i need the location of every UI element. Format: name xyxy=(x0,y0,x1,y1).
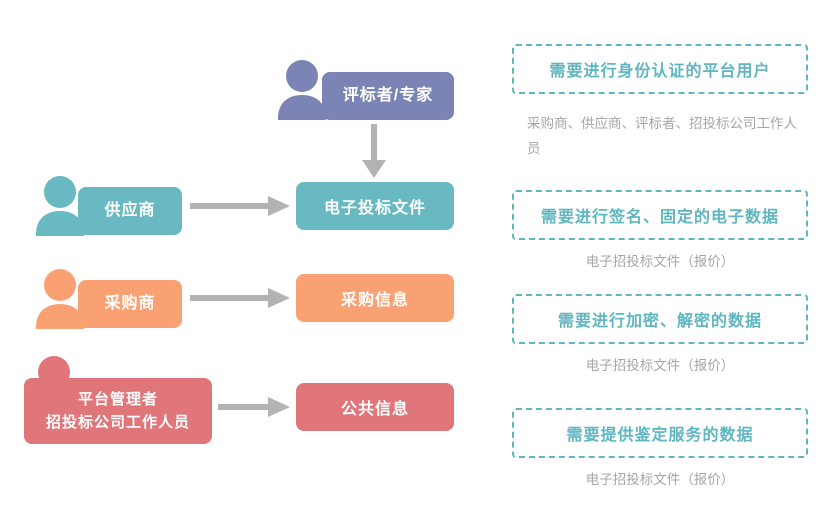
requirement-identity-authentication: 需要进行身份认证的平台用户 xyxy=(512,44,808,94)
requirement-identity-authentication-label: 需要进行身份认证的平台用户 xyxy=(549,63,771,80)
arrow-supplier-to-bid-document xyxy=(190,196,290,216)
requirement-signature-fixation: 需要进行签名、固定的电子数据 xyxy=(512,190,808,240)
requirement-encryption-decryption: 需要进行加密、解密的数据 xyxy=(512,294,808,344)
actor-platform-admin-label-1: 招投标公司工作人员 xyxy=(45,414,190,431)
actor-purchaser: 采购商 xyxy=(30,267,182,329)
actor-expert-label-0: 评标者/专家 xyxy=(342,86,434,104)
asset-procurement-information-label: 采购信息 xyxy=(340,292,409,309)
asset-procurement-information: 采购信息 xyxy=(296,274,454,322)
requirement-forensic-service-label: 需要提供鉴定服务的数据 xyxy=(566,427,754,444)
requirement-forensic-service: 需要提供鉴定服务的数据 xyxy=(512,408,808,458)
requirement-signature-fixation-note: 电子招投标文件（报价） xyxy=(585,254,735,269)
actor-platform-admin-bar: 平台管理者 招投标公司工作人员 xyxy=(24,378,212,444)
asset-public-information-label: 公共信息 xyxy=(340,401,409,418)
actor-supplier: 供应商 xyxy=(30,174,182,236)
arrow-expert-to-bid-document xyxy=(362,124,386,178)
actor-purchaser-bar: 采购商 xyxy=(78,280,182,328)
actor-expert: 评标者/专家 xyxy=(272,58,454,120)
actor-platform-admin: 平台管理者 招投标公司工作人员 xyxy=(24,354,212,444)
asset-public-information: 公共信息 xyxy=(296,383,454,431)
person-icon xyxy=(36,269,84,329)
actor-supplier-label-0: 供应商 xyxy=(104,201,156,219)
person-icon xyxy=(36,176,84,236)
arrow-purchaser-to-procurement-info xyxy=(190,288,290,308)
requirement-identity-authentication-note: 采购商、供应商、评标者、招投标公司工作人员 xyxy=(527,116,797,156)
requirement-encryption-decryption-note: 电子招投标文件（报价） xyxy=(585,358,735,373)
requirement-signature-fixation-label: 需要进行签名、固定的电子数据 xyxy=(540,209,779,226)
asset-electronic-bid-document: 电子投标文件 xyxy=(296,182,454,230)
actor-purchaser-label-0: 采购商 xyxy=(104,294,156,312)
actor-expert-bar: 评标者/专家 xyxy=(322,72,454,120)
actor-supplier-bar: 供应商 xyxy=(78,187,182,235)
actor-platform-admin-label-0: 平台管理者 xyxy=(77,390,158,408)
person-icon xyxy=(278,60,326,120)
requirement-encryption-decryption-label: 需要进行加密、解密的数据 xyxy=(557,313,762,330)
arrow-admin-to-public-info xyxy=(218,397,290,417)
requirement-forensic-service-note: 电子招投标文件（报价） xyxy=(585,472,735,487)
asset-electronic-bid-document-label: 电子投标文件 xyxy=(323,200,426,217)
